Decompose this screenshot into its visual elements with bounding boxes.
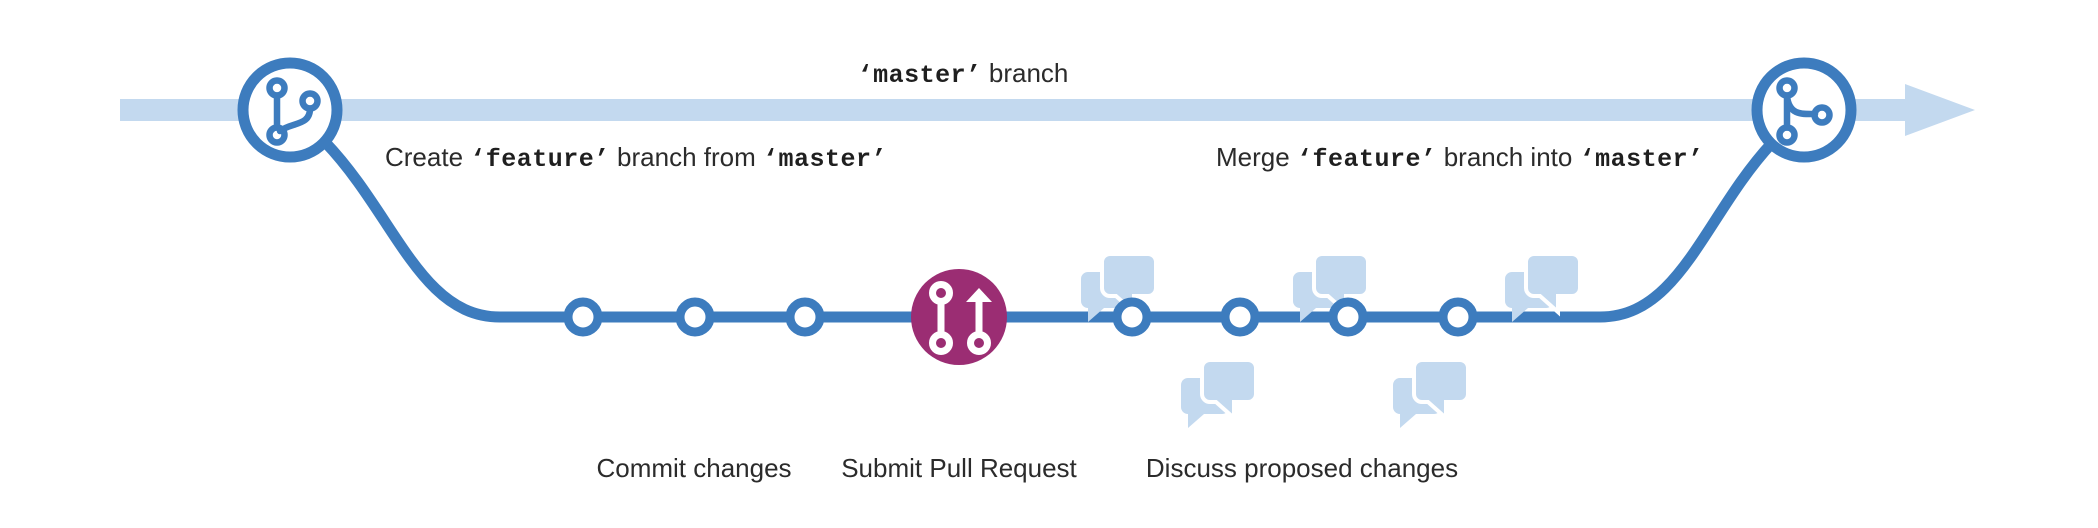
create-branch-feature-name: ‘feature’ bbox=[470, 145, 610, 174]
branch-node-circle bbox=[237, 57, 343, 163]
commit-dot-icon bbox=[1112, 297, 1152, 337]
pull-request-disc bbox=[911, 269, 1007, 365]
commit-dots-left bbox=[563, 297, 825, 337]
branch-node bbox=[237, 57, 343, 163]
merge-branch-lead: Merge bbox=[1216, 142, 1290, 172]
comment-bubble-icon bbox=[1505, 252, 1582, 322]
master-branch-track bbox=[120, 84, 1975, 136]
feature-branch-line bbox=[319, 136, 1778, 323]
commit-dot-icon bbox=[1220, 297, 1260, 337]
master-branch-suffix: branch bbox=[988, 58, 1069, 88]
commit-changes-label: Commit changes bbox=[596, 453, 792, 483]
commit-dot-icon bbox=[785, 297, 825, 337]
commit-dot-icon bbox=[1438, 297, 1478, 337]
create-branch-mid: branch from bbox=[617, 142, 756, 172]
arrow-head-icon bbox=[1905, 84, 1975, 136]
master-branch-name: ‘master’ bbox=[857, 61, 982, 90]
branch-icon bbox=[266, 77, 321, 146]
pull-request-icon bbox=[929, 281, 991, 355]
merge-branch-label: Merge ‘feature’ branch into ‘master’ bbox=[1216, 144, 1704, 172]
comment-bubble-icon bbox=[1181, 358, 1258, 428]
create-branch-label: Create ‘feature’ branch from ‘master’ bbox=[385, 144, 887, 172]
master-branch-label: ‘master’ branch bbox=[858, 60, 1069, 88]
comment-bubbles-above bbox=[1081, 252, 1582, 322]
pull-request-node bbox=[911, 269, 1007, 365]
create-branch-master-name: ‘master’ bbox=[763, 145, 888, 174]
merge-branch-master-name: ‘master’ bbox=[1579, 145, 1704, 174]
comment-bubbles-below bbox=[1181, 358, 1470, 428]
comment-bubble-icon bbox=[1393, 358, 1470, 428]
master-branch-bar bbox=[120, 99, 1905, 121]
create-branch-lead: Create bbox=[385, 142, 464, 172]
merge-node-circle bbox=[1751, 57, 1857, 163]
merge-branch-mid: branch into bbox=[1443, 142, 1573, 172]
submit-pull-request-label: Submit Pull Request bbox=[841, 453, 1077, 483]
merge-icon bbox=[1776, 77, 1833, 146]
discuss-changes-label: Discuss proposed changes bbox=[1145, 453, 1459, 483]
merge-node bbox=[1751, 57, 1857, 163]
merge-branch-feature-name: ‘feature’ bbox=[1296, 145, 1437, 174]
pull-request-arrow-icon bbox=[966, 288, 992, 302]
commit-dot-icon bbox=[563, 297, 603, 337]
commit-dot-icon bbox=[1328, 297, 1368, 337]
commit-dot-icon bbox=[675, 297, 715, 337]
commit-dots-right bbox=[1112, 297, 1478, 337]
